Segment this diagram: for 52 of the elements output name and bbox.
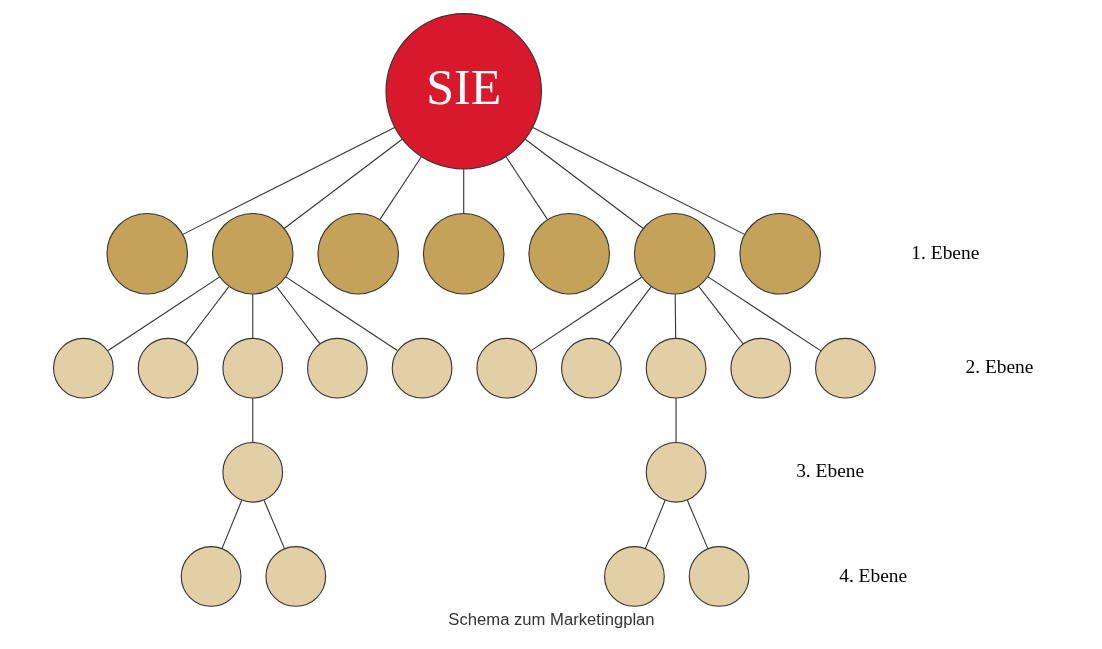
connector: [706, 276, 822, 352]
node-circle: [221, 337, 283, 399]
connector: [251, 397, 253, 443]
connector: [697, 285, 744, 345]
node-circle: [527, 212, 610, 295]
node-circle: [391, 337, 452, 399]
connector: [378, 156, 422, 220]
node-circle: SIE: [384, 13, 542, 170]
label: 3. Ebene: [795, 460, 864, 482]
node-circle: [475, 337, 537, 399]
caption: Schema zum Marketingplan: [447, 610, 655, 630]
connector: [284, 276, 398, 352]
node-circle: [729, 337, 791, 399]
node-circle: [738, 212, 821, 295]
connector: [462, 168, 464, 214]
connector: [675, 397, 677, 443]
node-circle: [221, 441, 283, 503]
connector: [524, 138, 644, 230]
connector: [251, 293, 253, 339]
node-circle: [52, 337, 114, 399]
node-circle: [316, 212, 399, 295]
node-circle: [422, 212, 504, 295]
node-circle: [211, 212, 294, 295]
node-circle: [688, 546, 749, 607]
connector: [181, 127, 395, 235]
node-circle: [645, 337, 706, 399]
connector: [531, 127, 745, 235]
node-circle: [180, 546, 241, 607]
node-circle: [137, 337, 198, 399]
connector: [530, 276, 642, 352]
label: 1. Ebene: [910, 241, 979, 263]
node-circle: [645, 441, 706, 503]
connector: [686, 499, 708, 550]
connector: [275, 286, 321, 345]
connector: [674, 293, 676, 339]
node-circle: [105, 212, 188, 295]
connector: [607, 286, 652, 345]
connector: [220, 499, 242, 550]
node-circle: [306, 337, 368, 399]
connector: [283, 138, 403, 230]
label: 4. Ebene: [838, 564, 907, 586]
node-circle: [264, 546, 326, 607]
connector: [107, 276, 220, 352]
connector: [184, 286, 229, 345]
connector: [644, 499, 666, 550]
connector: [262, 499, 285, 550]
node-circle: [814, 337, 876, 399]
node-circle: [560, 337, 622, 399]
node-circle: [603, 546, 665, 607]
node-circle: [633, 212, 715, 295]
label: 2. Ebene: [965, 356, 1033, 378]
connector: [504, 156, 548, 220]
